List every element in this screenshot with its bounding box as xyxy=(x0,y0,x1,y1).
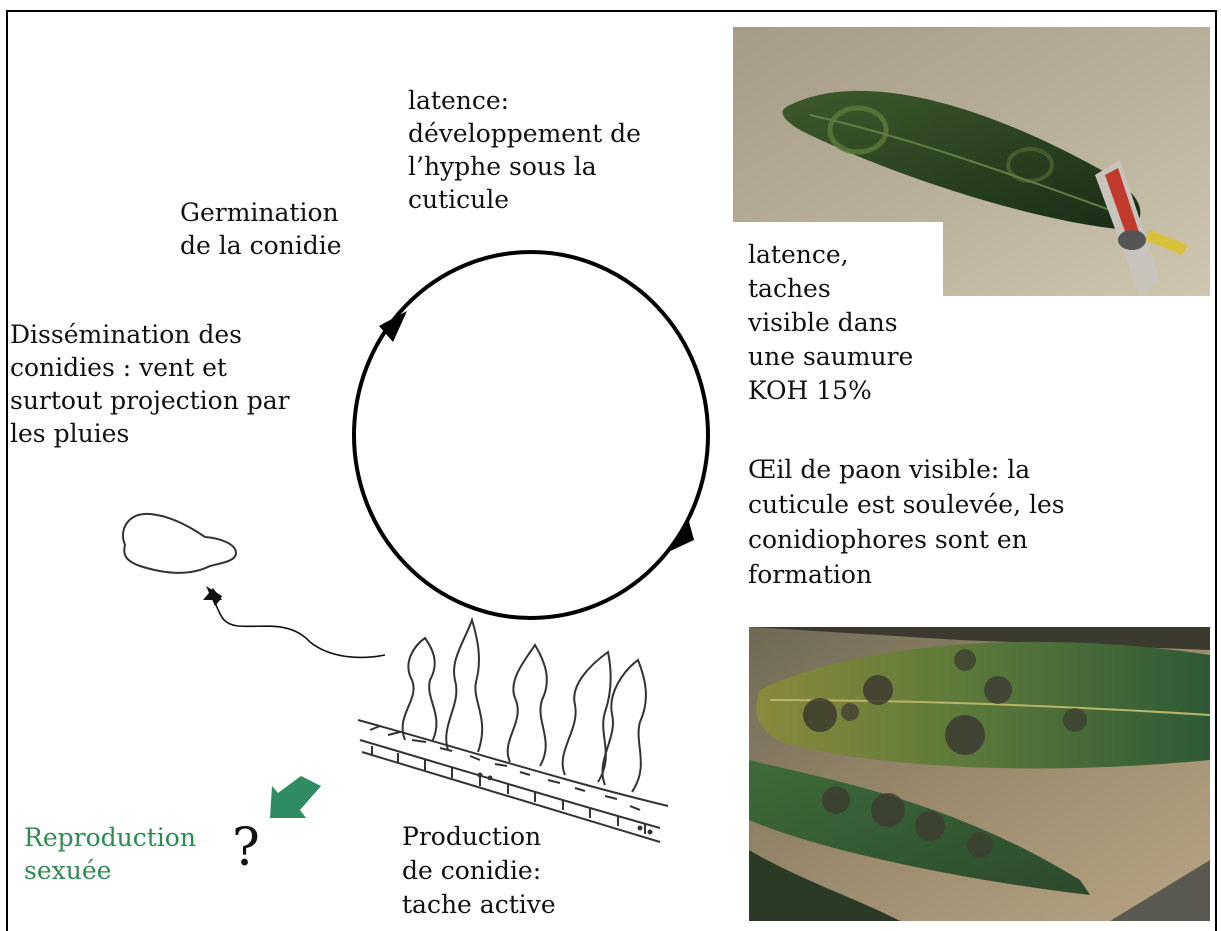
label-latence-hyphe: latence: développement de l’hyphe sous l… xyxy=(408,84,641,216)
label-question-mark: ? xyxy=(232,818,260,878)
peacock-spot-photo xyxy=(749,627,1210,921)
label-production: Production de conidie: tache active xyxy=(402,820,556,922)
cycle-arrowhead-lower xyxy=(666,518,694,553)
conidium-shape xyxy=(123,514,236,573)
conidiophores-drawing xyxy=(358,620,668,842)
label-latence-taches: latence, taches visible dans une saumure… xyxy=(748,238,913,408)
label-dissemination: Dissémination des conidies : vent et sur… xyxy=(10,318,290,450)
label-reproduction-sexuee: Reproduction sexuée xyxy=(24,821,196,887)
life-cycle xyxy=(354,252,708,618)
green-arrow xyxy=(270,776,321,818)
label-germination: Germination de la conidie xyxy=(180,196,342,262)
dispersal-arrow xyxy=(203,586,385,657)
label-oeil-de-paon: Œil de paon visible: la cuticule est sou… xyxy=(748,452,1065,592)
cycle-circle xyxy=(354,252,708,618)
